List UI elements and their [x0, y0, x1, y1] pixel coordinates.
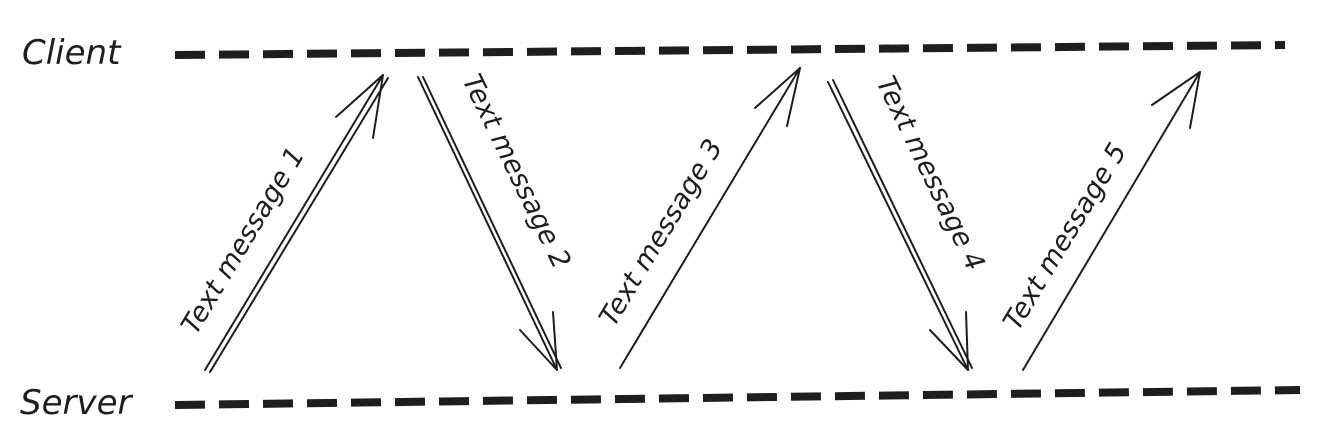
message-label-4: Text message 4 [870, 71, 991, 275]
message-arrow-5: Text message 5 [997, 71, 1201, 371]
message-arrow-2: Text message 2 [417, 69, 577, 371]
server-label: Server [20, 383, 134, 423]
server-lifeline [174, 386, 1301, 409]
client-lifeline [174, 41, 1286, 59]
client-label: Client [22, 33, 122, 73]
message-arrow-1: Text message 1 [175, 74, 389, 373]
message-label-5: Text message 5 [997, 138, 1133, 336]
message-label-3: Text message 3 [593, 134, 729, 332]
message-arrow-3: Text message 3 [593, 67, 801, 369]
message-label-2: Text message 2 [456, 69, 577, 273]
message-label-1: Text message 1 [175, 142, 311, 340]
message-arrow-4: Text message 4 [827, 71, 991, 371]
